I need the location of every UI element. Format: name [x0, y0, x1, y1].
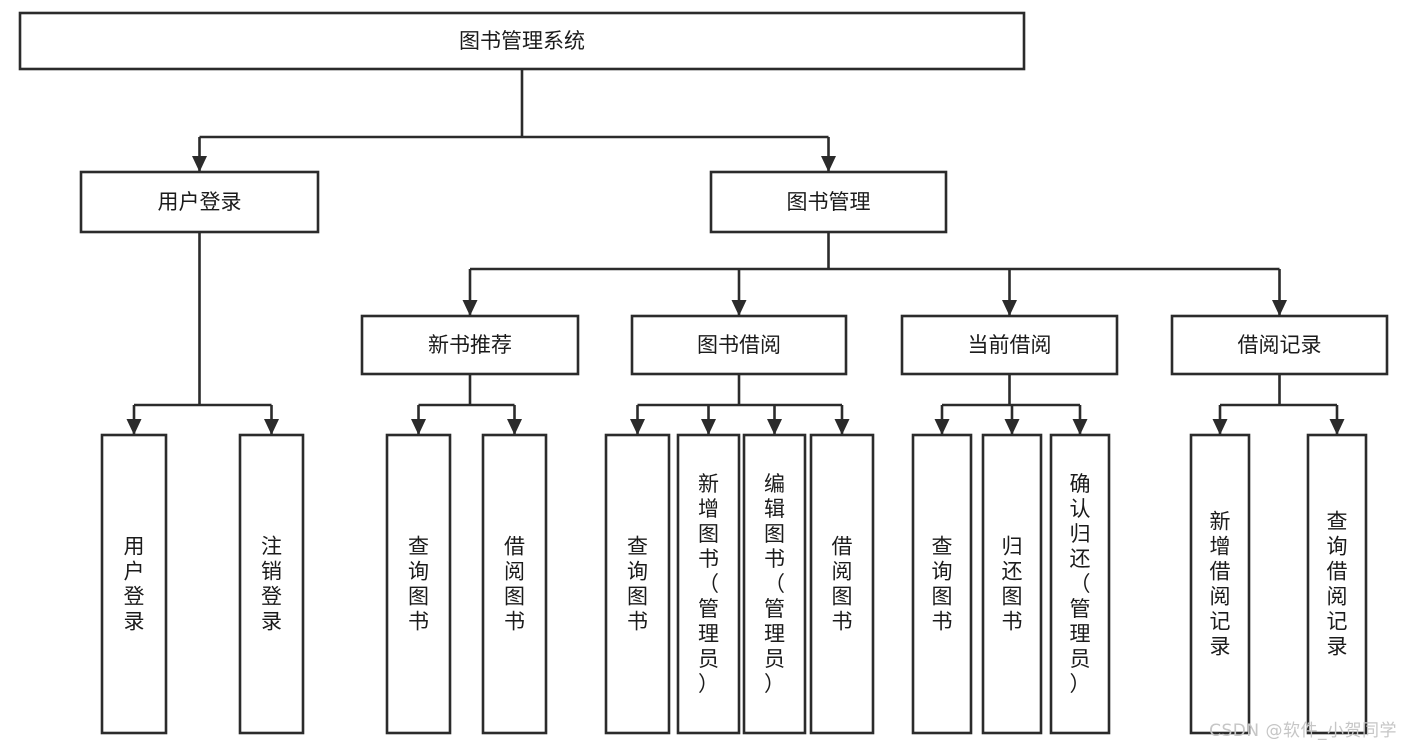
- arrow-head-icon: [1004, 419, 1020, 435]
- node-label: 查询图书: [627, 535, 648, 634]
- node-l2_1[interactable]: 图书管理: [709, 170, 948, 234]
- arrow-head-icon: [934, 419, 950, 435]
- node-leaf_2[interactable]: 查询图书: [385, 433, 452, 735]
- arrow-head-icon: [126, 419, 142, 435]
- node-root[interactable]: 图书管理系统: [18, 11, 1026, 71]
- node-box[interactable]: [238, 433, 305, 735]
- node-label: 借阅图书: [504, 535, 525, 634]
- node-box[interactable]: [900, 314, 1119, 376]
- node-leaf_3[interactable]: 借阅图书: [481, 433, 548, 735]
- csdn-watermark: CSDN @软件_小贺同学: [1209, 721, 1397, 741]
- node-label: 用户登录: [124, 535, 145, 634]
- node-label: 新增借阅记录: [1210, 510, 1231, 659]
- node-box[interactable]: [676, 433, 741, 735]
- arrow-head-icon: [264, 419, 279, 435]
- node-box[interactable]: [630, 314, 848, 376]
- node-l2_0[interactable]: 用户登录: [79, 170, 320, 234]
- arrow-head-icon: [411, 419, 426, 435]
- node-box[interactable]: [809, 433, 875, 735]
- node-box[interactable]: [1306, 433, 1368, 735]
- node-layer: 图书管理系统用户登录图书管理新书推荐图书借阅当前借阅借阅记录用户登录注销登录查询…: [18, 11, 1389, 735]
- node-label: 图书管理系统: [459, 29, 585, 53]
- arrow-head-icon: [1072, 419, 1088, 435]
- node-box[interactable]: [360, 314, 580, 376]
- node-label: 图书管理: [787, 190, 871, 214]
- arrow-head-icon: [1002, 300, 1017, 316]
- node-box[interactable]: [981, 433, 1043, 735]
- arrow-head-icon: [701, 419, 716, 435]
- node-leaf_12[interactable]: 查询借阅记录: [1306, 433, 1368, 735]
- node-l3_3[interactable]: 借阅记录: [1170, 314, 1389, 376]
- arrow-head-icon: [462, 300, 478, 316]
- node-label: 借阅记录: [1238, 333, 1322, 357]
- node-leaf_0[interactable]: 用户登录: [100, 433, 168, 735]
- node-box[interactable]: [481, 433, 548, 735]
- node-box[interactable]: [604, 433, 671, 735]
- node-leaf_7[interactable]: 借阅图书: [809, 433, 875, 735]
- arrow-head-icon: [507, 419, 522, 435]
- node-label: 归还图书: [1002, 535, 1023, 634]
- node-leaf_1[interactable]: 注销登录: [238, 433, 305, 735]
- node-label: 确认归还（管理员）: [1070, 472, 1091, 696]
- node-label: 编辑图书（管理员）: [764, 472, 785, 696]
- node-leaf_5[interactable]: 新增图书（管理员）: [676, 433, 741, 735]
- node-label: 新增图书（管理员）: [698, 472, 719, 696]
- node-label: 当前借阅: [968, 333, 1052, 357]
- node-label: 查询借阅记录: [1327, 510, 1348, 659]
- arrow-head-icon: [192, 156, 207, 172]
- node-label: 新书推荐: [428, 333, 512, 357]
- arrow-head-icon: [630, 419, 645, 435]
- node-box[interactable]: [1170, 314, 1389, 376]
- node-label: 借阅图书: [832, 535, 853, 634]
- node-box[interactable]: [1049, 433, 1111, 735]
- node-label: 查询图书: [932, 535, 953, 634]
- node-box[interactable]: [79, 170, 320, 234]
- node-label: 查询图书: [408, 535, 429, 634]
- arrow-head-icon: [1329, 419, 1345, 435]
- node-leaf_10[interactable]: 确认归还（管理员）: [1049, 433, 1111, 735]
- arrow-head-icon: [767, 419, 782, 435]
- connector-layer: [126, 69, 1345, 435]
- node-leaf_6[interactable]: 编辑图书（管理员）: [742, 433, 807, 735]
- node-l3_2[interactable]: 当前借阅: [900, 314, 1119, 376]
- node-l3_0[interactable]: 新书推荐: [360, 314, 580, 376]
- node-box[interactable]: [742, 433, 807, 735]
- node-box[interactable]: [100, 433, 168, 735]
- node-leaf_4[interactable]: 查询图书: [604, 433, 671, 735]
- arrow-head-icon: [834, 419, 850, 435]
- node-box[interactable]: [911, 433, 973, 735]
- node-label: 图书借阅: [697, 333, 781, 357]
- node-label: 用户登录: [158, 190, 242, 214]
- arrow-head-icon: [1272, 300, 1287, 316]
- node-leaf_11[interactable]: 新增借阅记录: [1189, 433, 1251, 735]
- node-box[interactable]: [18, 11, 1026, 71]
- node-label: 注销登录: [261, 535, 282, 634]
- node-box[interactable]: [1189, 433, 1251, 735]
- node-leaf_8[interactable]: 查询图书: [911, 433, 973, 735]
- arrow-head-icon: [731, 300, 747, 316]
- arrow-head-icon: [821, 156, 836, 172]
- node-leaf_9[interactable]: 归还图书: [981, 433, 1043, 735]
- node-l3_1[interactable]: 图书借阅: [630, 314, 848, 376]
- arrow-head-icon: [1212, 419, 1228, 435]
- node-box[interactable]: [385, 433, 452, 735]
- node-box[interactable]: [709, 170, 948, 234]
